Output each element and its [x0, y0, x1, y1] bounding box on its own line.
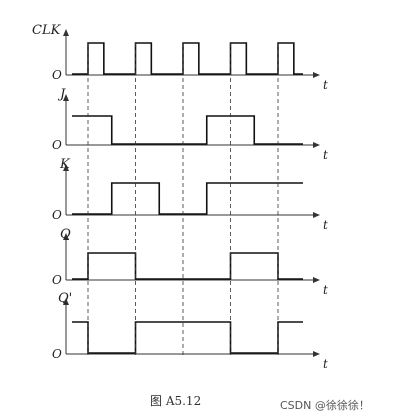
time-axis-label-clk: t: [323, 78, 328, 92]
origin-label-clk: O: [52, 68, 62, 82]
waveform-k: [72, 182, 303, 215]
v-axis-arrow-j: [63, 94, 69, 101]
time-axis-label-j: t: [323, 148, 328, 162]
origin-label-qprime: O: [52, 347, 62, 361]
time-axis-label-qprime: t: [323, 357, 328, 371]
v-axis-arrow-qprime: [63, 298, 69, 305]
figure-caption: 图 A5.12: [150, 394, 202, 408]
signal-label-k: K: [60, 157, 70, 172]
origin-label-q: O: [52, 273, 62, 287]
h-axis-arrow-j: [313, 142, 320, 148]
watermark-text: CSDN @徐徐徐！: [280, 399, 370, 412]
signal-label-q: Q: [60, 227, 71, 242]
signal-label-clk: CLK: [32, 23, 61, 38]
origin-label-k: O: [52, 208, 62, 222]
waveform-j: [72, 115, 303, 145]
waveform-clk: [72, 42, 303, 75]
waveform-q: [72, 252, 303, 280]
waveform-qprime: [72, 321, 303, 354]
signal-label-j: J: [60, 87, 66, 102]
h-axis-arrow-q: [313, 277, 320, 283]
v-axis-arrow-clk: [63, 29, 69, 36]
h-axis-arrow-qprime: [313, 351, 320, 357]
h-axis-arrow-k: [313, 212, 320, 218]
time-axis-label-q: t: [323, 283, 328, 297]
time-axis-label-k: t: [323, 218, 328, 232]
signal-label-qprime: Q': [58, 291, 73, 306]
origin-label-j: O: [52, 138, 62, 152]
h-axis-arrow-clk: [313, 72, 320, 78]
v-axis-arrow-k: [63, 164, 69, 171]
v-axis-arrow-q: [63, 233, 69, 240]
